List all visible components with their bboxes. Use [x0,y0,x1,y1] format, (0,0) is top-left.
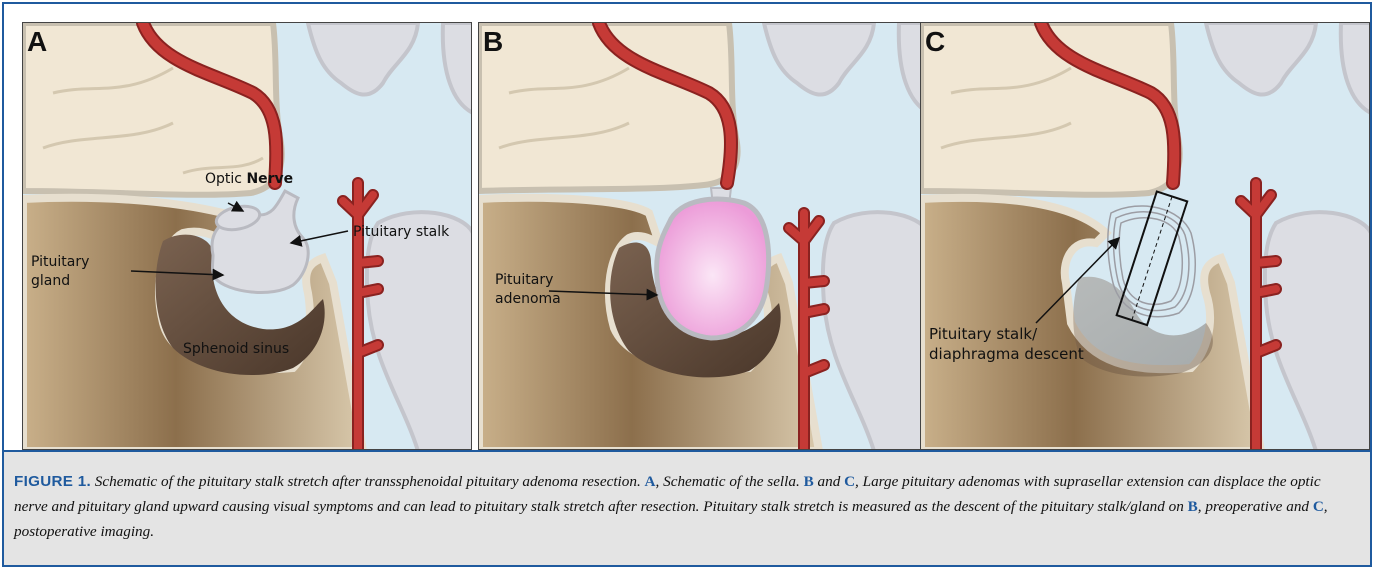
pituitary-gland-label: Pituitary gland [31,253,121,291]
caption-and: and [818,473,841,490]
sphenoid-sinus-label: Sphenoid sinus [183,340,289,359]
caption-ref-c2: C [1313,498,1324,515]
figure-panels: A Optic Nerve Pituitary stalk Pituitary … [4,4,1370,452]
caption-sentence-1: Schematic of the pituitary stalk stretch… [95,473,641,490]
panel-c-illustration [921,23,1370,450]
caption-title: FIGURE 1. [14,473,91,490]
stalk-descent-label-line2: diaphragma descent [929,345,1084,364]
pituitary-adenoma-label: Pituitary adenoma [495,271,585,309]
panel-c: C Pituitary stalk/ diaphragma descent [920,22,1370,450]
caption-sentence-4: , preoperative and [1198,498,1309,515]
optic-label-part: Optic [205,171,246,187]
panel-a-letter: A [27,26,47,58]
stalk-descent-label-line1: Pituitary stalk/ [929,325,1037,344]
caption-ref-b: B [804,473,814,490]
caption-sentence-2: , Schematic of the sella. [656,473,800,490]
panel-c-letter: C [925,26,945,58]
panel-b: B Pituitary adenoma [478,22,928,450]
panel-a: A Optic Nerve Pituitary stalk Pituitary … [22,22,472,450]
nerve-label-part: Nerve [246,171,293,187]
pituitary-stalk-label: Pituitary stalk [353,223,449,242]
caption-ref-a: A [645,473,656,490]
figure-caption: FIGURE 1. Schematic of the pituitary sta… [4,450,1370,565]
caption-ref-c: C [844,473,855,490]
panel-b-illustration [479,23,928,450]
caption-ref-b2: B [1188,498,1198,515]
panel-b-letter: B [483,26,503,58]
optic-nerve-label: Optic Nerve [205,170,293,189]
